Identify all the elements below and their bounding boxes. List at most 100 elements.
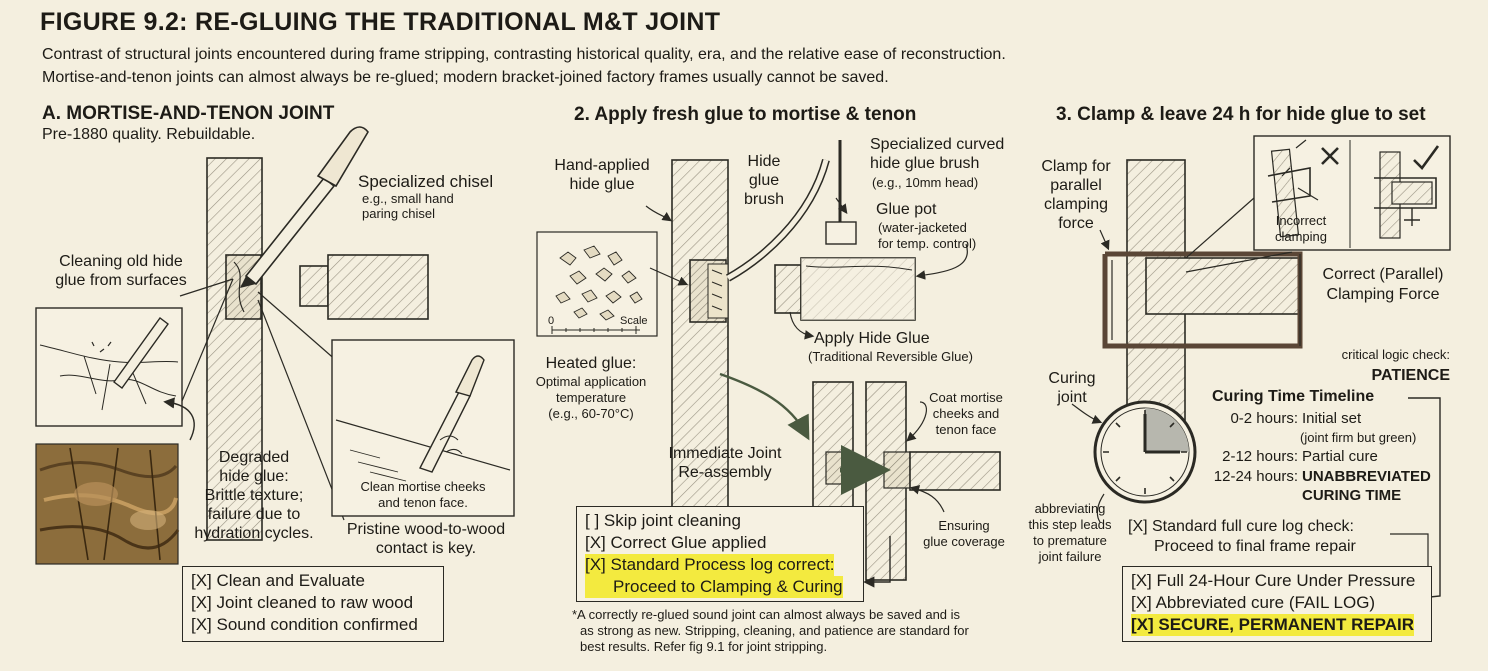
inset-label-2: and tenon face. — [378, 495, 468, 510]
incorrect-x-icon — [1321, 147, 1339, 165]
logic-label-1: critical logic check: — [1341, 347, 1450, 362]
degraded-label-5: hydration cycles. — [194, 525, 314, 542]
checklist-item: [ ] Skip joint cleaning — [585, 511, 741, 530]
immediate-label-1: Immediate Joint — [668, 445, 782, 462]
apply-glue-label-2: (Traditional Reversible Glue) — [808, 349, 973, 364]
curved-brush-label-1: Specialized curved — [870, 136, 1005, 153]
figure-title: FIGURE 9.2: RE-GLUING THE TRADITIONAL M&… — [40, 8, 721, 36]
heated-glue-label-4: (e.g., 60-70°C) — [548, 406, 634, 421]
panel-2-heading: 2. Apply fresh glue to mortise & tenon — [574, 104, 917, 125]
heated-glue-label-1: Heated glue: — [545, 355, 637, 372]
timeline-text: Initial set — [1302, 410, 1362, 427]
correct-label-2: Clamping Force — [1326, 286, 1440, 303]
panel-a-subheading: Pre-1880 quality. Rebuildable. — [42, 126, 256, 143]
stile-a — [206, 157, 263, 541]
panel-a-drawing — [35, 126, 515, 565]
glue-granules-inset — [536, 231, 658, 337]
clamp-label-1: Clamp for — [1041, 158, 1111, 175]
cleaning-label-1: Cleaning old hide — [59, 253, 183, 270]
pristine-label-2: contact is key. — [375, 540, 477, 557]
coat-label-3: tenon face — [935, 422, 997, 437]
ensure-label-1: Ensuring — [938, 518, 990, 533]
curved-brush-label-2: hide glue brush — [870, 155, 980, 172]
clock-icon — [1093, 400, 1197, 504]
glue-pot-label-3: for temp. control) — [878, 236, 977, 251]
timeline-text: Partial cure — [1302, 448, 1378, 465]
checklist-item: [X] Clean and Evaluate — [191, 571, 365, 590]
degraded-label-4: failure due to — [207, 506, 301, 523]
panel-a-heading: A. MORTISE-AND-TENON JOINT — [42, 103, 335, 124]
hand-applied-label-1: Hand-applied — [554, 157, 650, 174]
incorrect-label-1: Incorrect — [1275, 213, 1327, 228]
panel-3-heading: 3. Clamp & leave 24 h for hide glue to s… — [1056, 104, 1426, 125]
cleaning-label-2: glue from surfaces — [55, 272, 187, 289]
brush-label-1: Hide — [747, 153, 781, 170]
timeline-title: Curing Time Timeline — [1212, 388, 1375, 405]
tenon-2b — [909, 451, 1001, 491]
brush-label-3: brush — [743, 191, 785, 208]
panel-3-drawing — [1071, 135, 1451, 631]
coat-label-2: cheeks and — [932, 406, 1000, 421]
immediate-label-2: Re-assembly — [678, 464, 772, 481]
inset-clean-mortise — [331, 339, 515, 517]
glue-pot-label-2: (water-jacketed — [878, 220, 967, 235]
degraded-label-3: Brittle texture; — [204, 487, 304, 504]
logic-label-2: PATIENCE — [1371, 367, 1450, 384]
tenon-a — [327, 254, 429, 320]
timeline-time: 2-12 hours: — [1222, 448, 1298, 465]
abbrev-label-2: this step leads — [1028, 517, 1112, 532]
chisel-icon — [240, 126, 369, 288]
incorrect-label-2: clamping — [1274, 229, 1328, 244]
footnote-line-2: as strong as new. Stripping, cleaning, a… — [580, 623, 969, 638]
inset-label-1: Clean mortise cheeks — [360, 479, 486, 494]
footnote-line-3: best results. Refer fig 9.1 for joint st… — [580, 639, 828, 654]
coat-label-1: Coat mortise — [929, 390, 1003, 405]
panel-3-checklist: [X] Full 24-Hour Cure Under Pressure [X]… — [1122, 566, 1432, 642]
checklist-item: [X] Correct Glue applied — [585, 533, 767, 552]
apply-glue-label-1: Apply Hide Glue — [814, 330, 930, 347]
chisel-label: Specialized chisel — [358, 172, 494, 191]
clamp-label-3: clamping — [1043, 196, 1109, 213]
correct-check-icon — [1413, 145, 1440, 170]
degraded-label-1: Degraded — [218, 449, 290, 466]
ensure-label-2: glue coverage — [923, 534, 1005, 549]
abbrev-label-1: abbreviating — [1034, 501, 1106, 516]
panel-a-checklist: [X] Clean and Evaluate [X] Joint cleaned… — [182, 566, 444, 642]
chisel-note-1: e.g., small hand — [362, 191, 454, 206]
curved-brush-label-3: (e.g., 10mm head) — [872, 175, 979, 190]
checklist-item: [X] Sound condition confirmed — [191, 615, 418, 634]
figure-subtitle-line-2: Mortise-and-tenon joints can almost alwa… — [42, 69, 889, 86]
clamping-comparison-inset — [1253, 135, 1451, 251]
abbrev-label-4: joint failure — [1038, 549, 1102, 564]
scale-zero: 0 — [548, 315, 555, 327]
chisel-note-2: paring chisel — [362, 206, 435, 221]
timeline-note: (joint firm but green) — [1300, 430, 1417, 445]
pristine-label-1: Pristine wood-to-wood — [346, 521, 506, 538]
glue-pot-icon — [825, 221, 857, 245]
timeline-text: CURING TIME — [1302, 487, 1402, 504]
std-check-label-2: Proceed to final frame repair — [1154, 538, 1356, 555]
timeline-time: 12-24 hours: — [1213, 468, 1298, 485]
heated-glue-label-3: temperature — [555, 390, 627, 405]
footnote-line-1: *A correctly re-glued sound joint can al… — [572, 607, 961, 622]
degraded-glue-photo — [35, 443, 180, 565]
panel-2-checklist: [ ] Skip joint cleaning [X] Correct Glue… — [576, 506, 864, 602]
scale-label: Scale — [620, 315, 648, 327]
clamp-label-4: force — [1058, 215, 1094, 232]
checklist-item: [X] Joint cleaned to raw wood — [191, 593, 414, 612]
checklist-item-highlight: [X] Standard Process log correct: — [585, 554, 835, 576]
degraded-label-2: hide glue: — [219, 468, 289, 485]
figure-subtitle-line-1: Contrast of structural joints encountere… — [42, 46, 1006, 63]
heated-glue-label-2: Optimal application — [535, 374, 647, 389]
stile-2 — [671, 159, 729, 549]
tenon-3 — [1145, 257, 1301, 315]
abbrev-label-3: to premature — [1033, 533, 1107, 548]
tenon-a-shoulder — [299, 265, 329, 307]
std-check-label-1: [X] Standard full cure log check: — [1128, 518, 1354, 535]
clamp-label-2: parallel — [1050, 177, 1102, 194]
clamp-icon — [1102, 251, 1303, 349]
inset-cleaning-surface — [35, 307, 183, 427]
curing-joint-label-1: Curing — [1048, 370, 1096, 387]
timeline-time: 0-2 hours: — [1230, 410, 1298, 427]
brush-label-2: glue — [748, 172, 780, 189]
